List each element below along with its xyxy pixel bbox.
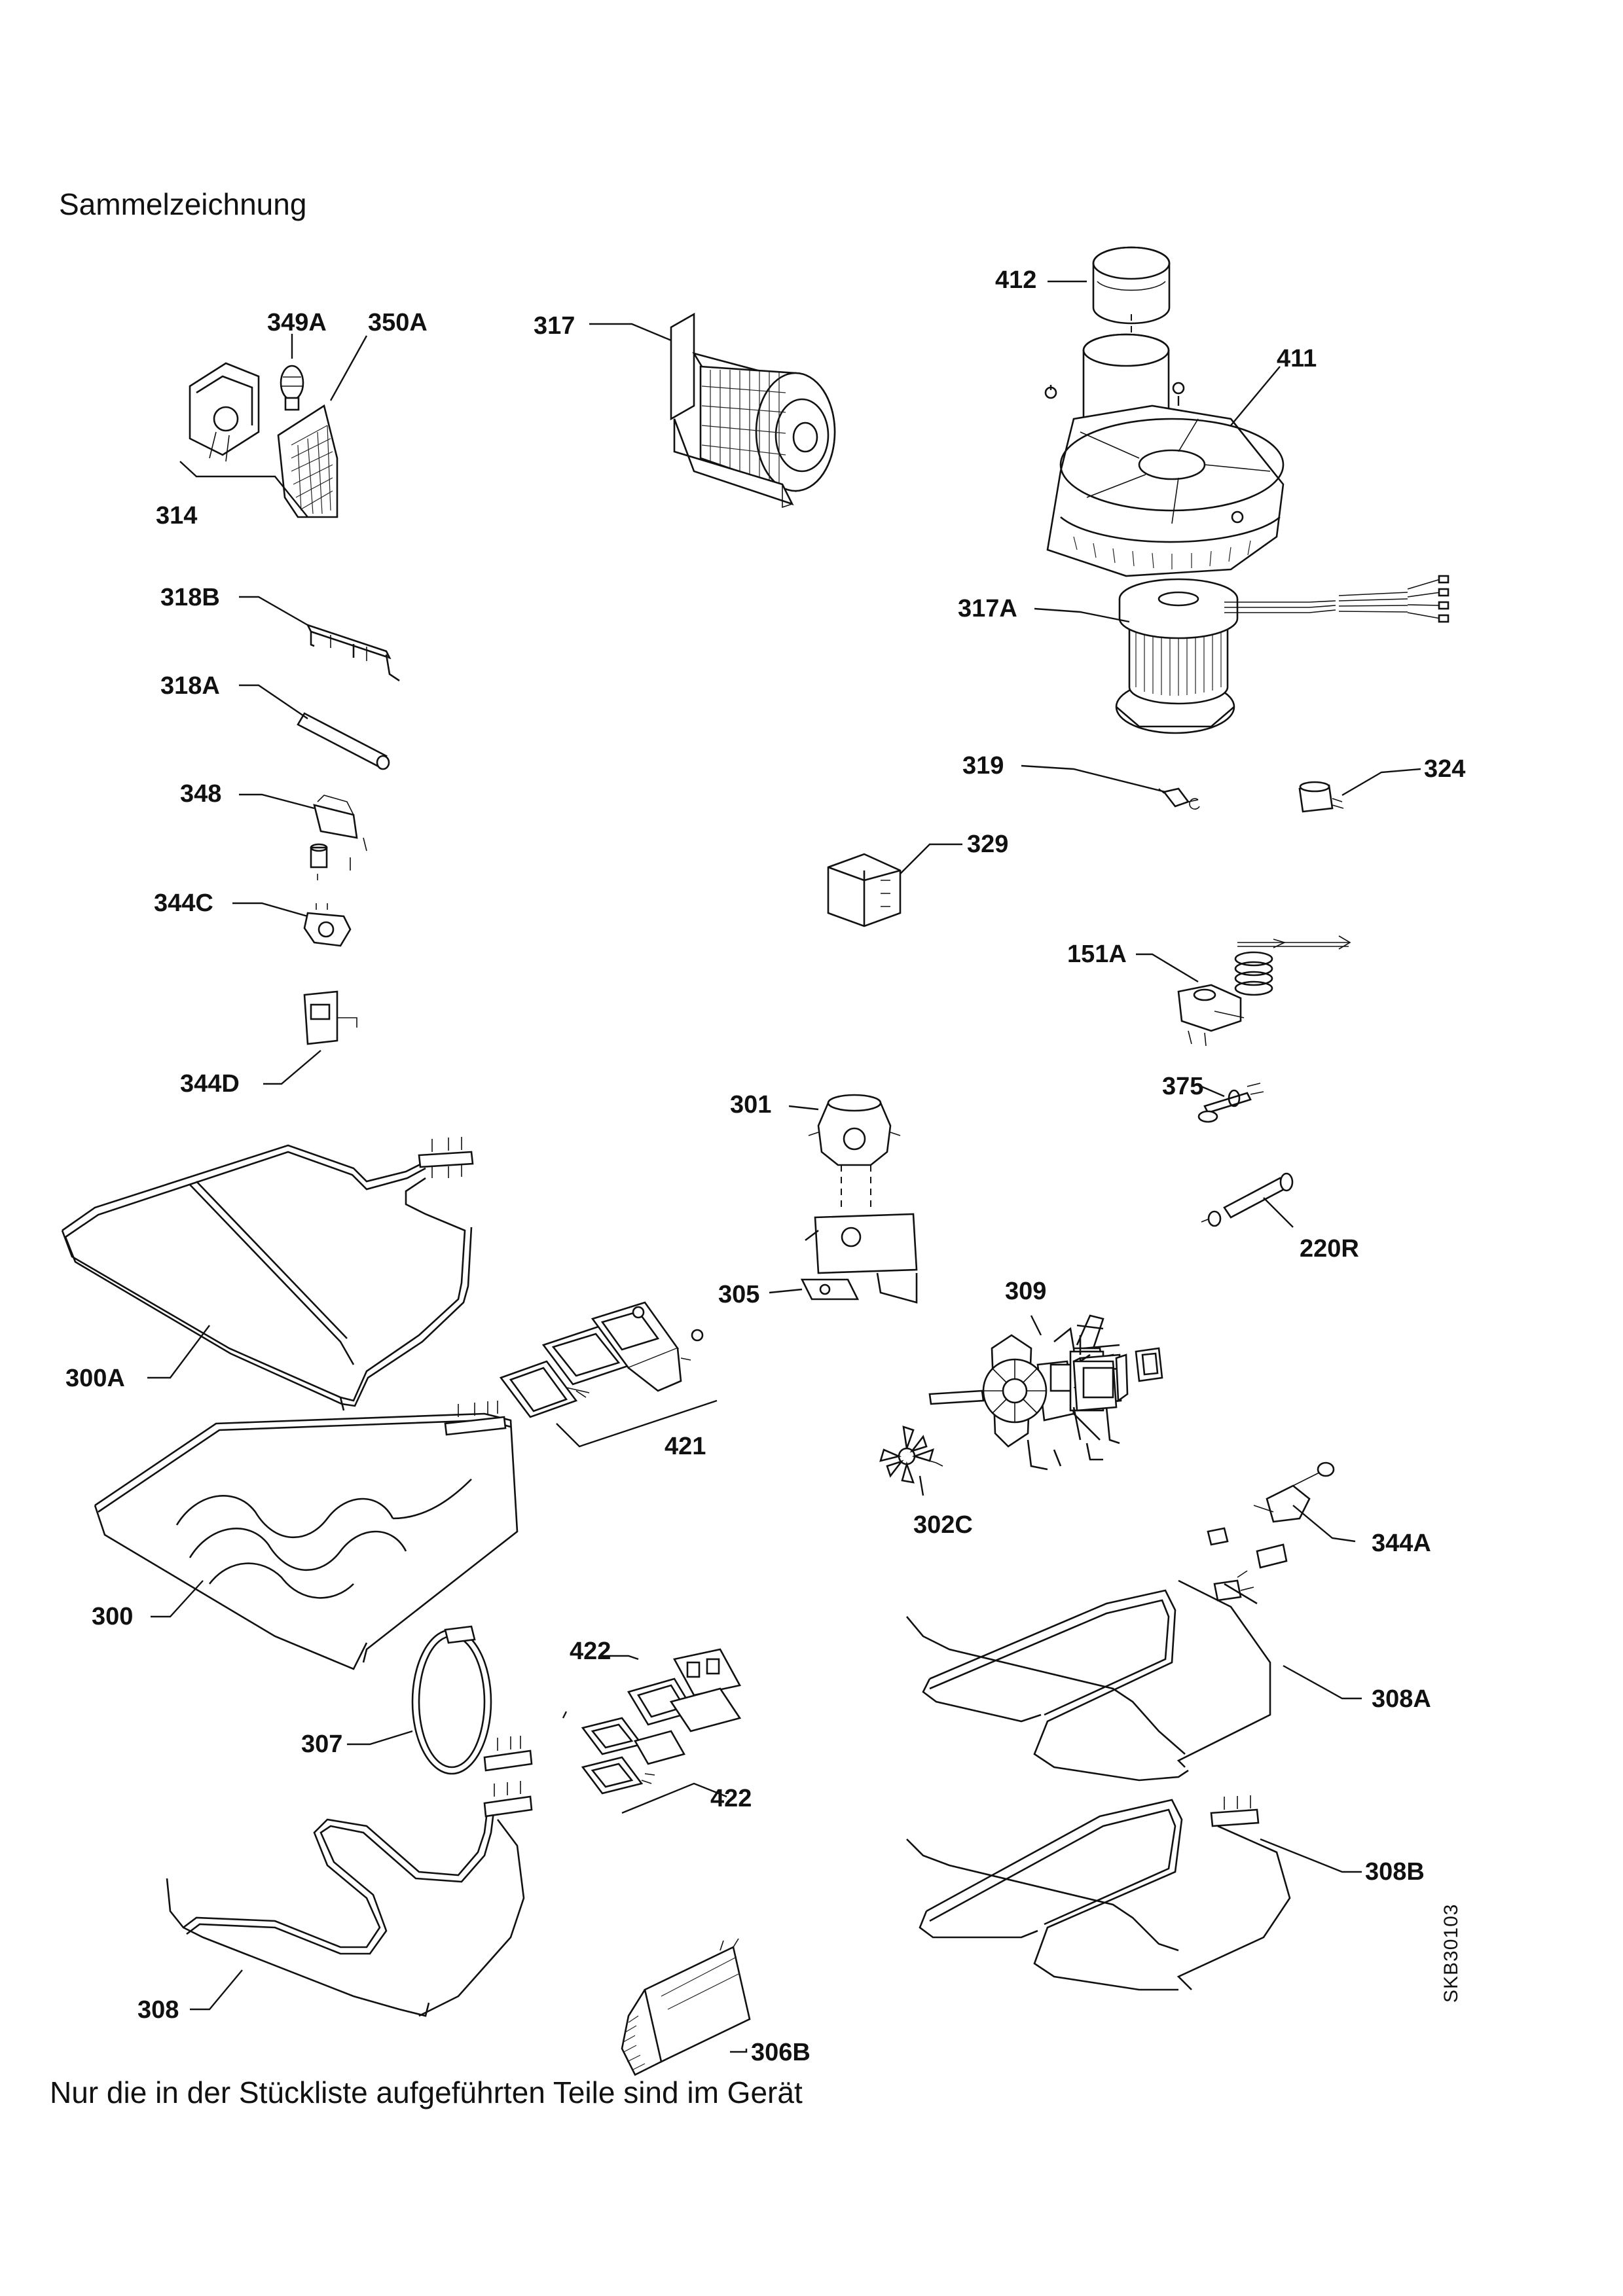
- socket-set-422: [562, 1648, 742, 1814]
- heating-element-300: [94, 1401, 519, 1670]
- lamp-housing-314: [179, 334, 368, 518]
- cartridge-220R: [1201, 1172, 1294, 1228]
- part-label: 348: [180, 780, 221, 808]
- part-label: 305: [718, 1281, 759, 1308]
- switch-348: [239, 793, 367, 880]
- part-label: 309: [1005, 1278, 1046, 1305]
- part-label: 307: [301, 1731, 342, 1758]
- capacitor-324: [1298, 768, 1421, 813]
- heating-element-308: [166, 1781, 533, 2017]
- ring-element-307: [347, 1625, 533, 1775]
- thermostat-344A: [1207, 1462, 1356, 1569]
- part-label: 308B: [1365, 1858, 1425, 1886]
- drawing-title: Sammelzeichnung: [59, 187, 307, 221]
- part-label: 350A: [368, 309, 428, 336]
- component-344D: [263, 990, 357, 1085]
- part-label: 306B: [751, 2039, 811, 2066]
- lamp-fitting-301: [788, 1094, 918, 1304]
- bar-318A: [239, 684, 390, 770]
- thermostat-151A: [1136, 935, 1351, 1047]
- part-label: 411: [1277, 345, 1317, 372]
- part-label: 301: [730, 1091, 771, 1119]
- cooling-fan-306B: [621, 1938, 751, 2076]
- part-label: 412: [995, 266, 1036, 294]
- part-label: 318B: [160, 584, 220, 611]
- part-label: 329: [967, 831, 1008, 858]
- part-label: 319: [962, 752, 1004, 780]
- heating-element-300A: [61, 1137, 474, 1411]
- gasket-305: [769, 1278, 860, 1300]
- fan-motor-309: [928, 1314, 1163, 1471]
- part-label: 308: [137, 1996, 179, 2024]
- thermostat-319: [1021, 764, 1200, 810]
- part-label: 422: [570, 1638, 611, 1665]
- part-label: 300: [92, 1603, 133, 1630]
- part-label: 421: [665, 1433, 706, 1460]
- part-label: 151A: [1067, 941, 1127, 968]
- part-label: 344C: [154, 889, 213, 917]
- connector-set-421: [499, 1301, 718, 1448]
- fan-heater-317: [589, 312, 836, 509]
- bracket-318B: [239, 596, 400, 682]
- part-label: 300A: [65, 1365, 125, 1392]
- relay-329: [827, 843, 962, 927]
- heating-element-308A: [906, 1570, 1362, 1782]
- part-label: 349A: [267, 309, 327, 336]
- parts-list-note: Nur die in der Stückliste aufgeführten T…: [50, 2075, 803, 2109]
- part-label: 308A: [1372, 1685, 1431, 1713]
- part-label: 220R: [1300, 1235, 1359, 1263]
- fan-impeller-302C: [879, 1426, 943, 1496]
- part-label: 344D: [180, 1070, 240, 1098]
- part-label: 317A: [958, 595, 1017, 622]
- blower-assembly: [1034, 246, 1450, 734]
- part-label: 318A: [160, 672, 220, 700]
- part-label: 375: [1162, 1073, 1203, 1100]
- sensor-375: [1197, 1083, 1264, 1123]
- switch-344C: [232, 902, 352, 947]
- part-label: 314: [156, 502, 197, 529]
- part-label: 344A: [1372, 1530, 1431, 1557]
- part-label: 324: [1424, 755, 1465, 783]
- part-label: 317: [534, 312, 575, 340]
- part-label: 302C: [913, 1511, 973, 1539]
- drawing-id: SKB30103: [1440, 1903, 1462, 2003]
- heating-element-308B: [906, 1795, 1362, 1991]
- part-label: 422: [710, 1785, 752, 1812]
